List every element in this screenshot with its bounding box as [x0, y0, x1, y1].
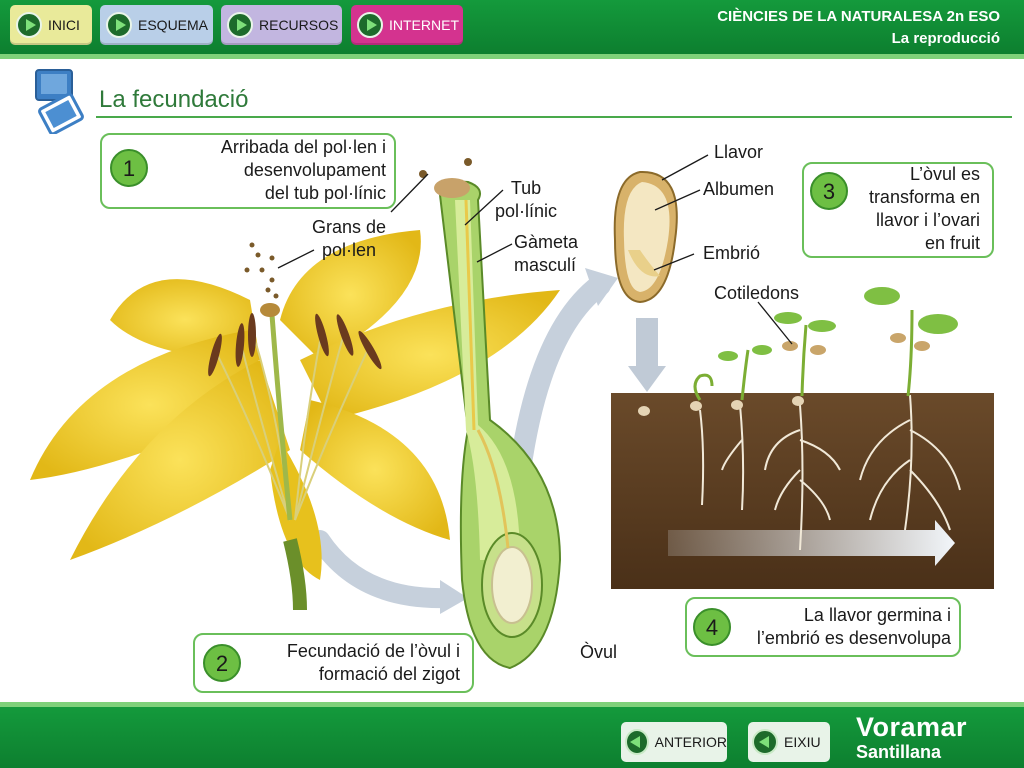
bottom-bar [0, 707, 1024, 768]
step-2-text: Fecundació de l’òvul i formació del zigo… [240, 640, 460, 686]
section-icon [35, 69, 84, 134]
label-ovule: Òvul [580, 642, 618, 662]
label-pollen-grains: Grans de pol·len [306, 216, 392, 262]
page-title: La fecundació [99, 86, 249, 113]
course-title: CIÈNCIES DE LA NATURALESA 2n ESO [717, 8, 1000, 25]
esquema-button[interactable]: ESQUEMA [100, 5, 213, 45]
internet-button[interactable]: INTERNET [351, 5, 463, 45]
step-4-box: 4 La llavor germina i l’embrió es desenv… [685, 597, 961, 657]
label-male-gamete: Gàmeta masculí [514, 231, 578, 277]
step-3-line: transforma en [868, 187, 980, 207]
process-arrow [509, 274, 611, 481]
anterior-label: ANTERIOR [654, 734, 727, 750]
leader-lines [277, 154, 793, 345]
label-cotyledons: Cotiledons [714, 283, 800, 303]
step-3-line: L’òvul es [909, 164, 980, 184]
step-1-line: del tub pol·línic [264, 183, 386, 203]
step-4-line: La llavor germina i [803, 605, 951, 625]
step-4-text: La llavor germina i l’embrió es desenvol… [731, 604, 951, 650]
step-2-number: 2 [203, 644, 241, 682]
step-3-text: L’òvul es transforma en llavor i l’ovari… [840, 163, 980, 255]
soil-panel [611, 287, 994, 589]
label-albumen: Albumen [703, 179, 775, 199]
brand-publisher: Santillana [856, 742, 942, 762]
pistil-section [434, 178, 562, 670]
internet-label: INTERNET [389, 17, 459, 33]
play-icon [357, 12, 383, 38]
process-arrow [636, 318, 658, 366]
back-arrow-icon [625, 729, 649, 755]
bottom-bar-stripe [0, 702, 1024, 707]
label-pollen-tube-line1: Tub [510, 178, 542, 198]
label-male-gamete-line1: Gàmeta [514, 232, 579, 252]
label-pollen-tube-line2: pol·línic [494, 201, 558, 221]
anterior-button[interactable]: ANTERIOR [621, 722, 727, 762]
pollen-grains [244, 158, 472, 299]
label-pollen-grains-line1: Grans de [311, 217, 387, 237]
label-seed: Llavor [714, 142, 764, 162]
step-1-text: Arribada del pol·len i desenvolupament d… [146, 136, 386, 205]
header-title: CIÈNCIES DE LA NATURALESA 2n ESO La repr… [717, 6, 1000, 50]
step-1-number: 1 [110, 149, 148, 187]
label-male-gamete-line2: masculí [514, 255, 577, 275]
process-arrowhead [585, 268, 618, 306]
back-arrow-icon [752, 729, 778, 755]
step-2-line: Fecundació de l’òvul i [286, 641, 460, 661]
process-arrowhead [628, 366, 666, 392]
brand-logo: Voramar Santillana [856, 712, 967, 762]
step-3-box: 3 L’òvul es transforma en llavor i l’ova… [802, 162, 994, 258]
step-4-number: 4 [693, 608, 731, 646]
exit-button[interactable]: EIXIU [748, 722, 830, 762]
play-icon [227, 12, 253, 38]
step-2-box: 2 Fecundació de l’òvul i formació del zi… [193, 633, 474, 693]
play-icon [106, 12, 132, 38]
step-2-line: formació del zigot [318, 664, 460, 684]
lily-flower [30, 230, 560, 611]
process-arrow [310, 530, 455, 609]
label-embryo: Embrió [703, 243, 761, 263]
inici-button[interactable]: INICI [10, 5, 92, 45]
step-3-line: en fruit [924, 233, 980, 253]
esquema-label: ESQUEMA [138, 17, 209, 33]
step-3-number: 3 [810, 172, 848, 210]
seed [613, 170, 678, 304]
label-pollen-grains-line2: pol·len [321, 240, 377, 260]
step-1-box: 1 Arribada del pol·len i desenvolupament… [100, 133, 396, 209]
brand-name: Voramar [856, 712, 968, 742]
recursos-button[interactable]: RECURSOS [221, 5, 342, 45]
top-bar-stripe [0, 54, 1024, 59]
unit-title: La reproducció [891, 30, 1000, 47]
process-arrowhead [440, 580, 468, 614]
exit-label: EIXIU [784, 734, 821, 750]
label-pollen-tube: Tub pol·línic [490, 177, 562, 223]
inici-label: INICI [48, 17, 80, 33]
recursos-label: RECURSOS [259, 17, 339, 33]
step-1-line: desenvolupament [243, 160, 386, 180]
step-3-line: llavor i l’ovari [875, 210, 980, 230]
step-4-line: l’embrió es desenvolupa [756, 628, 951, 648]
play-icon [16, 12, 42, 38]
step-1-line: Arribada del pol·len i [220, 137, 386, 157]
title-underline [96, 116, 1012, 118]
